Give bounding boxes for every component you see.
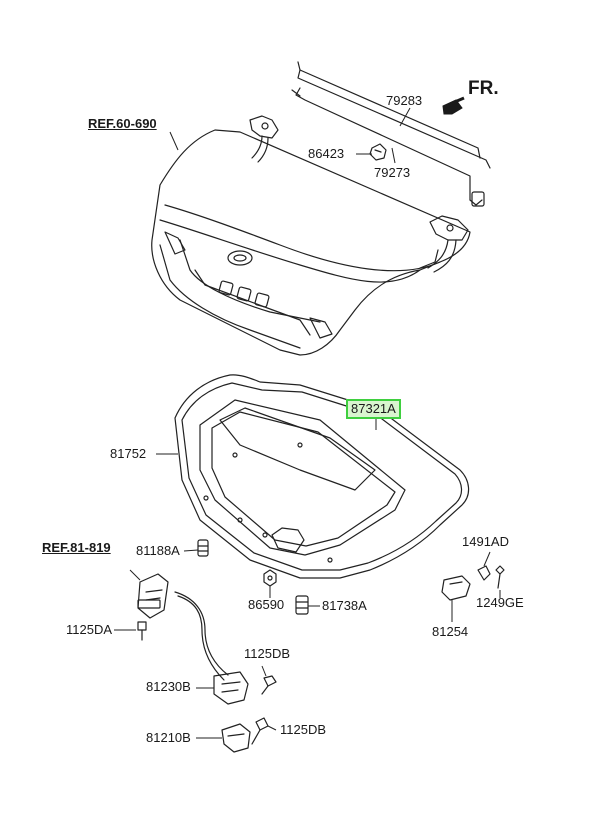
part-label-81752[interactable]: 81752 bbox=[110, 446, 147, 461]
front-direction-arrow-icon bbox=[442, 96, 465, 115]
part-label-1125DB-upper[interactable]: 1125DB bbox=[244, 646, 291, 661]
part-label-81254[interactable]: 81254 bbox=[432, 624, 469, 639]
part-label-1249GE[interactable]: 1249GE bbox=[476, 595, 524, 610]
part-label-81230B[interactable]: 81230B bbox=[146, 679, 191, 694]
leader-lines bbox=[114, 107, 501, 739]
clip-1491AD bbox=[477, 565, 491, 581]
torsion-bar-rods bbox=[291, 61, 491, 207]
latch-81230B bbox=[213, 671, 249, 705]
bolt-1125DA bbox=[137, 621, 147, 641]
ref-link-81-819[interactable]: REF.81-819 bbox=[42, 540, 111, 555]
nut-86590 bbox=[263, 569, 277, 587]
part-label-81210B[interactable]: 81210B bbox=[146, 730, 191, 745]
trunk-trim-panel bbox=[174, 374, 470, 579]
trunk-lid bbox=[151, 129, 471, 356]
fastener-81188A bbox=[197, 539, 209, 557]
part-label-79283[interactable]: 79283 bbox=[386, 93, 423, 108]
hinge-left bbox=[249, 115, 279, 163]
part-label-81738A[interactable]: 81738A bbox=[322, 598, 367, 613]
part-label-1125DA[interactable]: 1125DA bbox=[66, 622, 113, 637]
bumper-81738A bbox=[295, 595, 309, 615]
part-label-79273[interactable]: 79273 bbox=[374, 165, 411, 180]
striker-81210B bbox=[221, 723, 251, 753]
part-label-1491AD[interactable]: 1491AD bbox=[462, 534, 509, 549]
release-cable bbox=[174, 591, 229, 681]
part-label-81188A[interactable]: 81188A bbox=[136, 543, 180, 558]
hinge-right bbox=[427, 215, 469, 273]
trunk-lock bbox=[137, 573, 169, 619]
front-direction-label: FR. bbox=[468, 78, 499, 99]
part-label-1125DB-lower[interactable]: 1125DB bbox=[280, 722, 327, 737]
part-label-86423[interactable]: 86423 bbox=[308, 146, 345, 161]
part-label-87321A[interactable]: 87321A bbox=[346, 399, 401, 419]
bolt-1125DB-upper bbox=[261, 675, 277, 695]
bolt-1125DB-lower bbox=[251, 717, 269, 745]
ref-link-60-690[interactable]: REF.60-690 bbox=[88, 116, 157, 131]
screw-1249GE bbox=[495, 565, 505, 589]
clip-86423 bbox=[369, 143, 387, 161]
part-label-86590[interactable]: 86590 bbox=[248, 597, 285, 612]
switch-81254 bbox=[441, 575, 471, 601]
